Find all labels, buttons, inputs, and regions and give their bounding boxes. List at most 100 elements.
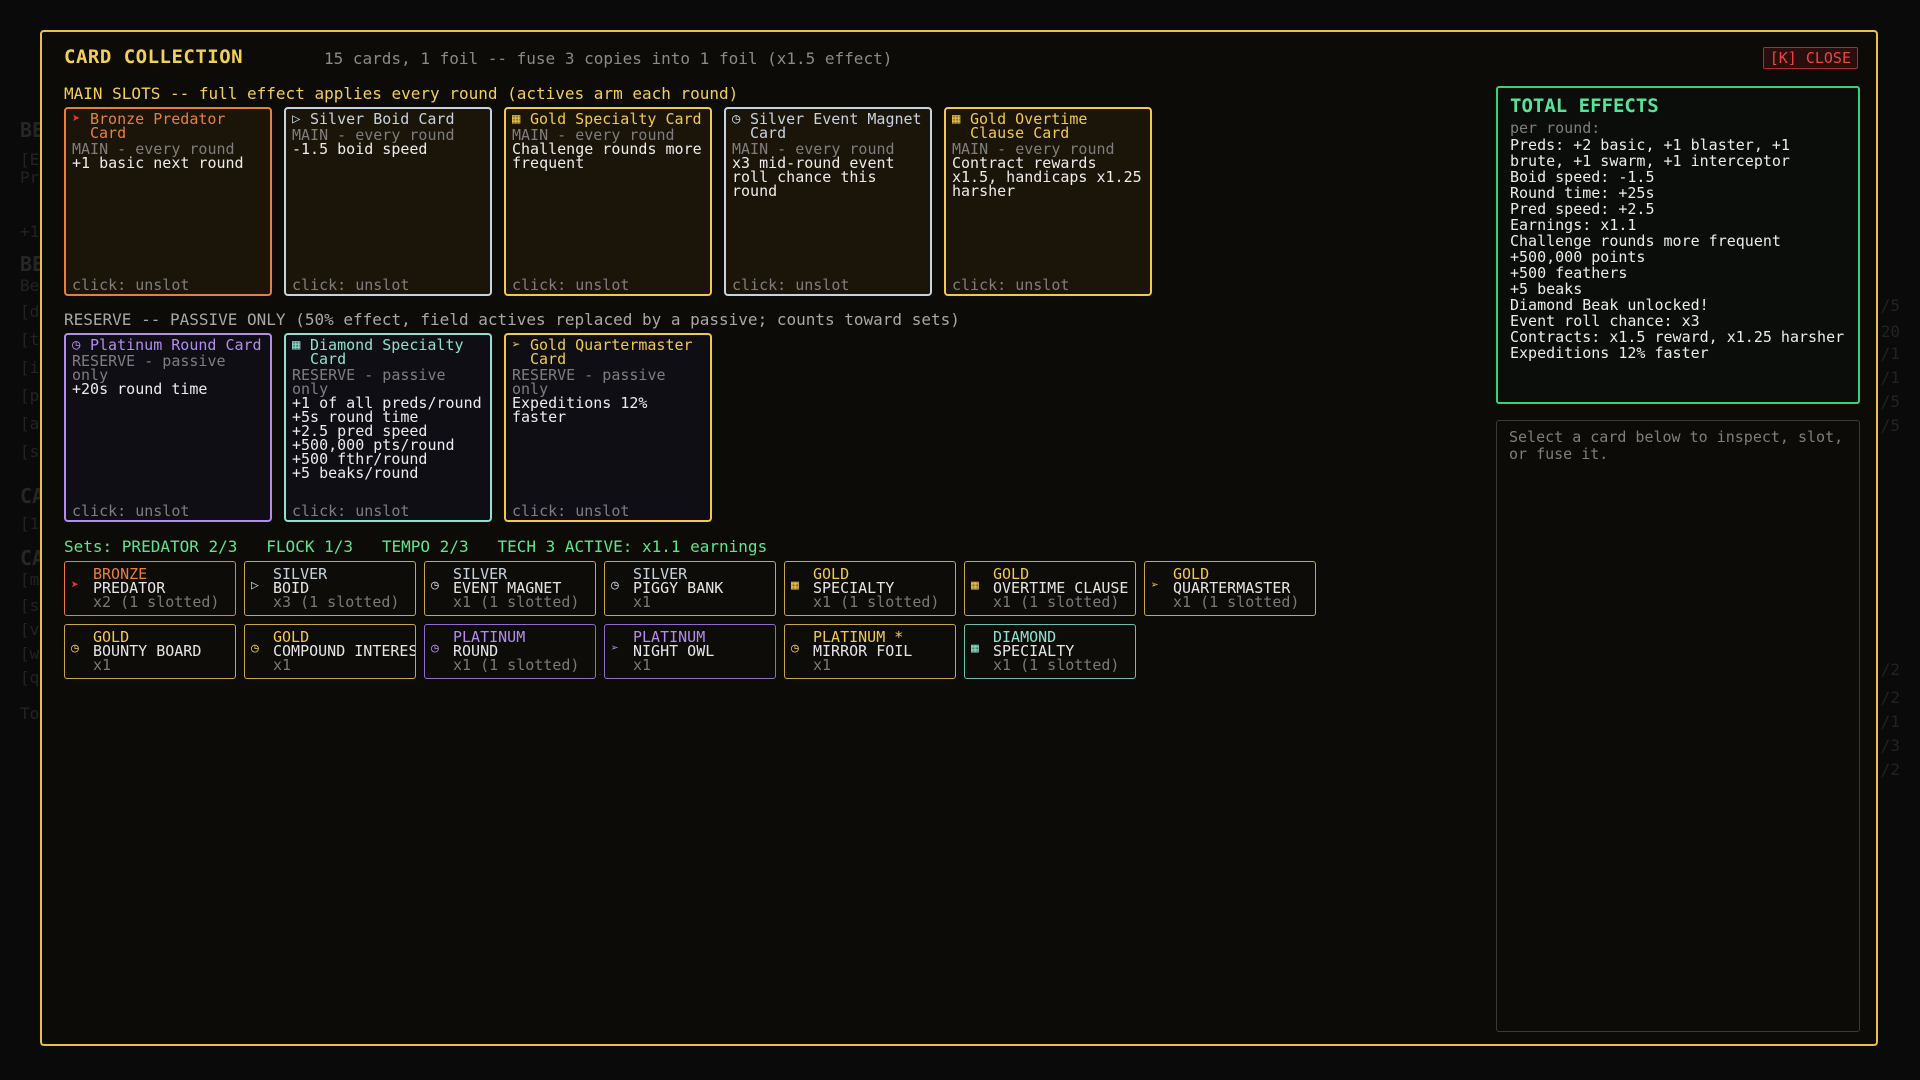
clock-icon: ◷ (611, 578, 619, 593)
slot-card-action: click: unslot (72, 276, 190, 294)
background-text: /1 (1880, 712, 1900, 731)
collection-card-count: x1 (633, 656, 652, 674)
total-effects-title: TOTAL EFFECTS (1510, 95, 1659, 117)
slot-card-effect: +1 basic next round (72, 154, 244, 172)
quartermaster-icon: ➢ (512, 337, 521, 353)
background-text: [m (20, 570, 40, 589)
collection-card-tier: SILVER (633, 567, 688, 583)
slot-card-name: Silver Event Magnet Card (750, 110, 922, 142)
collection-card-tier: GOLD (273, 630, 310, 646)
background-text: /5 (1880, 392, 1900, 411)
reserve-slots-label: RESERVE -- PASSIVE ONLY (50% effect, fie… (64, 310, 960, 329)
slot-card-name: Platinum Round Card (90, 336, 262, 354)
collection-card-count: x2 (1 slotted) (93, 593, 220, 611)
slot-card-effect: +1 of all preds/round +5s round time +2.… (292, 394, 482, 482)
collection-card-name: SPECIALTY (813, 579, 895, 597)
grid-icon: ▦ (971, 641, 979, 656)
slot-card-action: click: unslot (292, 502, 410, 520)
slot-card-action: click: unslot (292, 276, 410, 294)
slot-card-name: Gold Specialty Card (530, 110, 702, 128)
collection-card-count: x1 (1 slotted) (993, 656, 1120, 674)
slot-card-action: click: unslot (732, 276, 850, 294)
background-text: [a (20, 414, 40, 433)
collection-card-count: x1 (1 slotted) (453, 656, 580, 674)
slot-card-effect: x3 mid-round event roll chance this roun… (732, 154, 895, 200)
background-text: /2 (1880, 760, 1900, 779)
background-text: [s (20, 442, 40, 461)
slot-card-mode: MAIN - every round (292, 126, 455, 144)
background-text: [i (20, 358, 40, 377)
slot-card-name-row: ◷Silver Event Magnet Card (732, 110, 924, 142)
slot-card-effect: -1.5 boid speed (292, 140, 428, 158)
slot-card-name-row: ▷Silver Boid Card (292, 111, 484, 127)
clock-icon: ◷ (431, 578, 439, 593)
slot-card-name: Gold Overtime Clause Card (970, 110, 1088, 142)
slot-card-mode: MAIN - every round (732, 140, 895, 158)
clock-icon: ◷ (72, 337, 81, 353)
background-text: Pr (20, 168, 40, 187)
slot-card-action: click: unslot (72, 502, 190, 520)
collection-card-name: PIGGY BANK (633, 579, 724, 597)
close-button[interactable]: [K] CLOSE (1762, 47, 1858, 69)
background-text: +1 (20, 222, 40, 241)
boid-icon: ▷ (292, 111, 301, 127)
slot-card-mode: RESERVE - passive only (292, 366, 446, 398)
collection-card-tier: BRONZE (93, 567, 148, 583)
slot-card-effect: Contract rewards x1.5, handicaps x1.25 h… (952, 154, 1142, 200)
grid-icon: ▦ (791, 578, 799, 593)
background-text: /2 (1880, 688, 1900, 707)
background-text: /2 (1880, 660, 1900, 679)
clock-icon: ◷ (251, 641, 259, 656)
collection-card-tier: DIAMOND (993, 630, 1057, 646)
sets-status: Sets: PREDATOR 2/3 FLOCK 1/3 TEMPO 2/3 T… (64, 537, 768, 556)
background-text: [v (20, 620, 40, 639)
collection-card-name: OVERTIME CLAUSE (993, 579, 1129, 597)
slot-card-name-row: ▦Diamond Specialty Card (292, 338, 484, 367)
background-text: [t (20, 330, 40, 349)
slot-card-name: Bronze Predator Card (90, 110, 226, 142)
background-text: Be (20, 276, 40, 295)
slot-card-name: Gold Quartermaster Card (530, 336, 693, 368)
collection-card-name: COMPOUND INTEREST (273, 642, 415, 660)
grid-icon: ▦ (952, 111, 961, 127)
collection-card-tier: GOLD (1173, 567, 1210, 583)
clock-icon: ◷ (431, 641, 439, 656)
background-text: /1 (1880, 344, 1900, 363)
background-text: [w (20, 644, 40, 663)
card-collection-modal: CARD COLLECTION 15 cards, 1 foil -- fuse… (40, 30, 1878, 1046)
quartermaster-icon: ➢ (611, 641, 619, 656)
total-effects-panel: TOTAL EFFECTS per round: Preds: +2 basic… (1496, 86, 1860, 404)
background-text: [1 (20, 514, 40, 533)
background-text: [E (20, 150, 40, 169)
background-text: [q (20, 668, 40, 687)
collection-card-tier: GOLD (993, 567, 1030, 583)
